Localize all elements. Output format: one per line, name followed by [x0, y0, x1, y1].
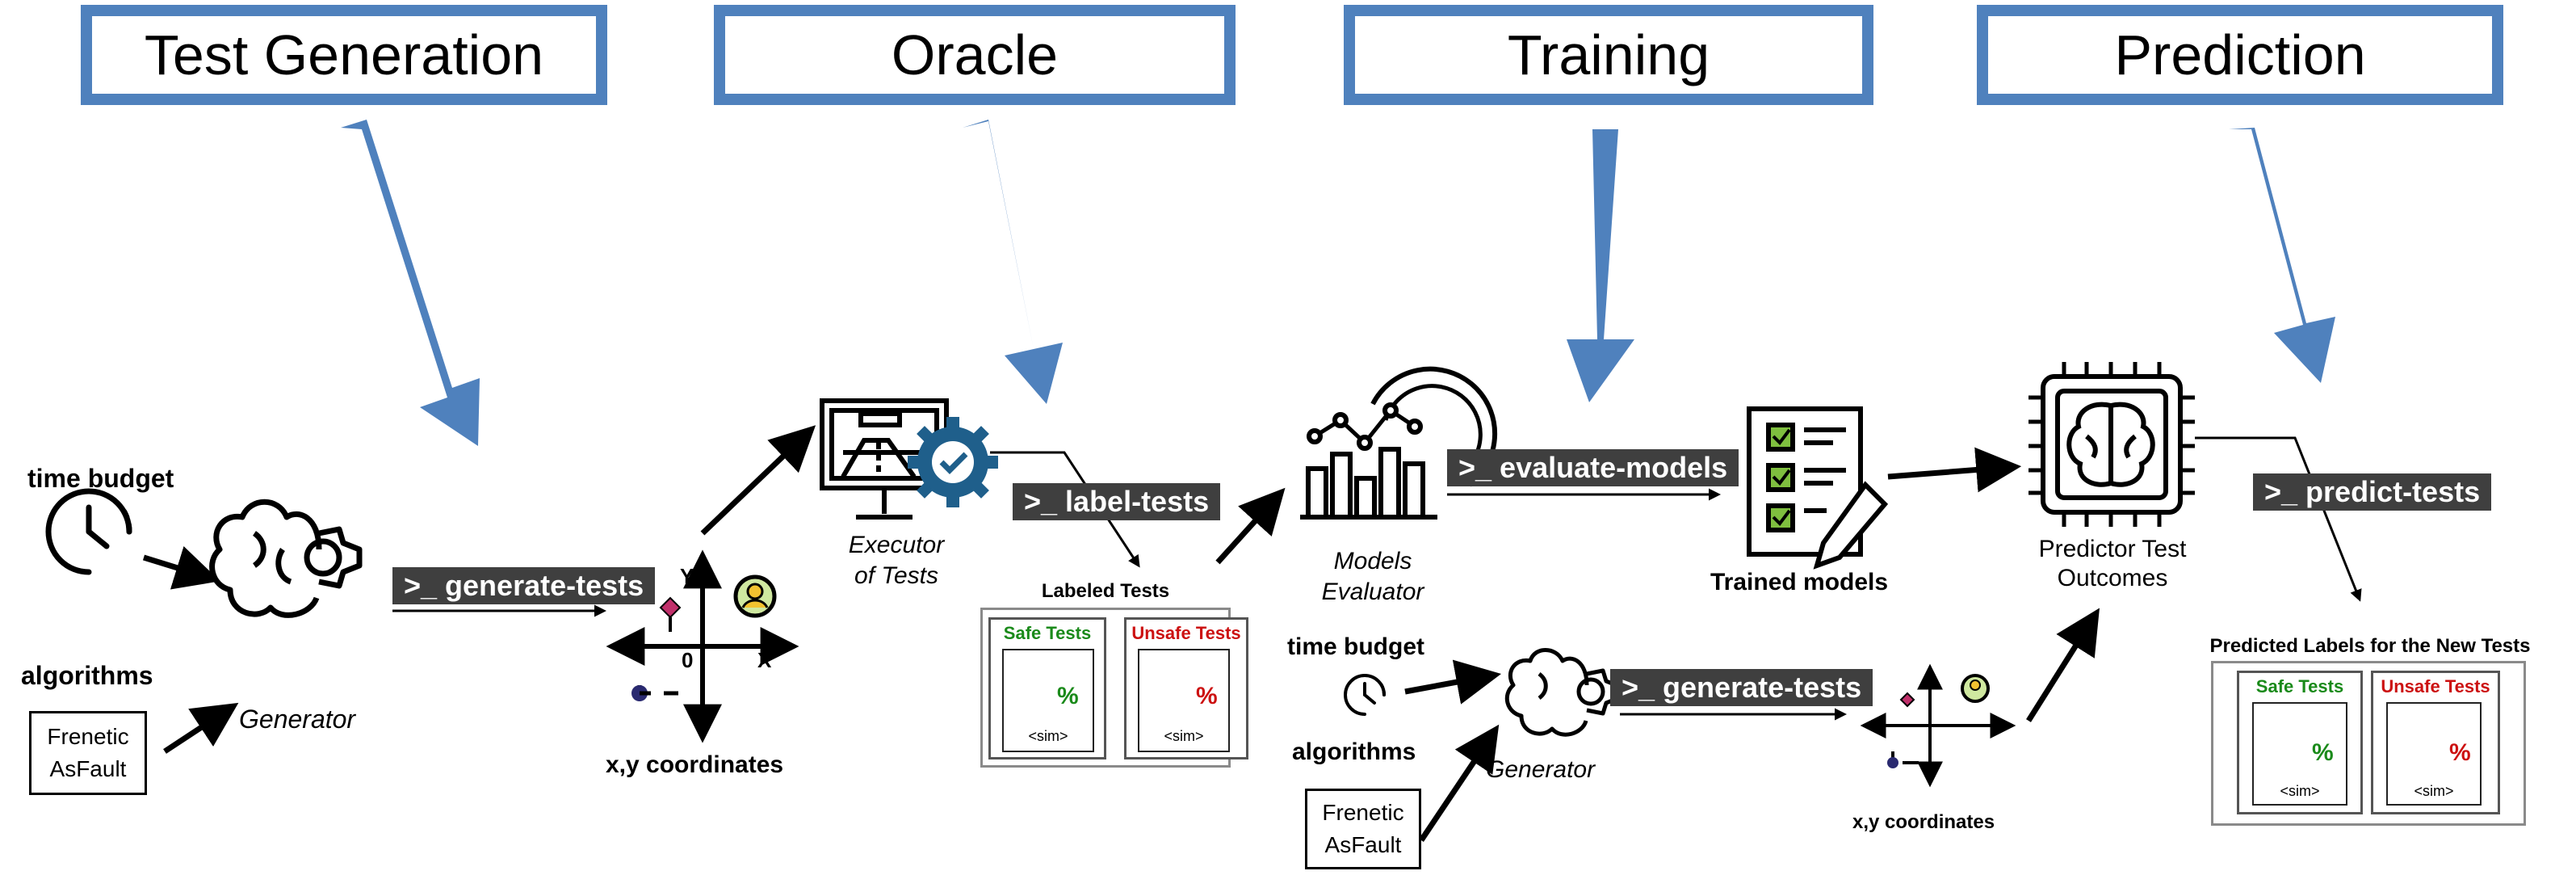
stage-pointer-arrows — [341, 120, 2335, 446]
predictor-line: Predictor Test — [2038, 536, 2187, 562]
stage-label: Oracle — [891, 23, 1059, 86]
stage-label: Training — [1507, 23, 1710, 86]
trained-models-label: Trained models — [1710, 569, 1889, 595]
generator-label: Generator — [1486, 756, 1596, 783]
time-budget-label: time budget — [27, 464, 174, 493]
unsafe-tests-card: Unsafe Tests % <sim> — [2371, 671, 2500, 814]
executor-label: Executor of Tests — [816, 530, 977, 591]
clock-icon — [45, 488, 132, 575]
algorithms-label: algorithms — [1292, 738, 1416, 765]
generator-label: Generator — [239, 705, 356, 734]
percent-symbol: % — [2312, 739, 2334, 766]
test-thumbnail: % <sim> — [1138, 649, 1230, 752]
percent-symbol: % — [2449, 739, 2471, 766]
stage-label: Test Generation — [144, 23, 544, 86]
evaluate-models-command: >_ evaluate-models — [1447, 449, 1739, 486]
percent-symbol: % — [1196, 683, 1218, 709]
executor-line: of Tests — [854, 562, 938, 589]
coordinate-plane-icon — [1860, 663, 2016, 788]
sim-label: <sim> — [1164, 728, 1204, 744]
generate-tests-command: >_ generate-tests — [1610, 669, 1873, 706]
stage-prediction: Prediction — [1977, 5, 2503, 105]
axis-y-label: Y — [680, 564, 694, 588]
brain-chip-icon — [2028, 362, 2195, 527]
stage-test-generation: Test Generation — [81, 5, 607, 105]
safe-tests-card: Safe Tests % <sim> — [2237, 671, 2363, 814]
predict-tests-command: >_ predict-tests — [2253, 473, 2492, 511]
executor-line: Executor — [848, 532, 945, 558]
axis-x-label: X — [757, 648, 772, 672]
clock-icon — [1344, 674, 1387, 716]
algorithm-item: Frenetic — [1322, 800, 1404, 825]
brain-gear-icon — [1504, 648, 1621, 737]
algorithms-label: algorithms — [21, 661, 153, 690]
coordinates-label: x,y coordinates — [606, 751, 784, 778]
checklist-icon — [1747, 406, 1889, 570]
sim-label: <sim> — [2414, 783, 2454, 799]
analytics-gear-icon — [1300, 366, 1498, 520]
test-thumbnail: % <sim> — [2386, 702, 2482, 806]
evaluator-label: Models Evaluator — [1292, 546, 1454, 608]
safe-tests-label: Safe Tests — [1003, 623, 1092, 643]
predictor-line: Outcomes — [2057, 565, 2168, 591]
predicted-labels-title: Predicted Labels for the New Tests — [2209, 635, 2531, 657]
stage-training: Training — [1344, 5, 1873, 105]
algorithm-item: AsFault — [1324, 832, 1402, 857]
sim-label: <sim> — [2280, 783, 2320, 799]
algorithm-item: Frenetic — [47, 724, 129, 749]
unsafe-tests-label: Unsafe Tests — [1131, 623, 1241, 643]
labeled-tests-title: Labeled Tests — [1041, 580, 1170, 602]
test-thumbnail: % <sim> — [1002, 649, 1094, 752]
unsafe-tests-label: Unsafe Tests — [2381, 676, 2490, 696]
unsafe-tests-card: Unsafe Tests % <sim> — [1124, 617, 1248, 759]
axis-zero-label: 0 — [682, 648, 694, 672]
time-budget-label: time budget — [1287, 633, 1424, 660]
safe-tests-card: Safe Tests % <sim> — [988, 617, 1106, 759]
percent-symbol: % — [1057, 683, 1079, 709]
evaluator-line: Models — [1333, 548, 1412, 574]
sim-label: <sim> — [1028, 728, 1068, 744]
label-tests-command: >_ label-tests — [1013, 483, 1221, 520]
brain-gear-icon — [209, 499, 363, 618]
evaluator-line: Evaluator — [1321, 579, 1424, 605]
coordinates-label: x,y coordinates — [1852, 811, 1995, 833]
predictor-label: Predictor Test Outcomes — [1999, 535, 2226, 593]
test-thumbnail: % <sim> — [2252, 702, 2347, 806]
gear-check-icon — [908, 417, 998, 507]
safe-tests-label: Safe Tests — [2255, 676, 2344, 696]
algorithms-box: Frenetic AsFault — [1305, 789, 1421, 869]
stage-oracle: Oracle — [714, 5, 1236, 105]
generate-tests-command: >_ generate-tests — [392, 567, 656, 604]
algorithm-item: AsFault — [49, 756, 127, 781]
algorithms-box: Frenetic AsFault — [29, 711, 147, 795]
stage-label: Prediction — [2114, 23, 2366, 86]
coordinate-plane-icon — [606, 549, 799, 743]
